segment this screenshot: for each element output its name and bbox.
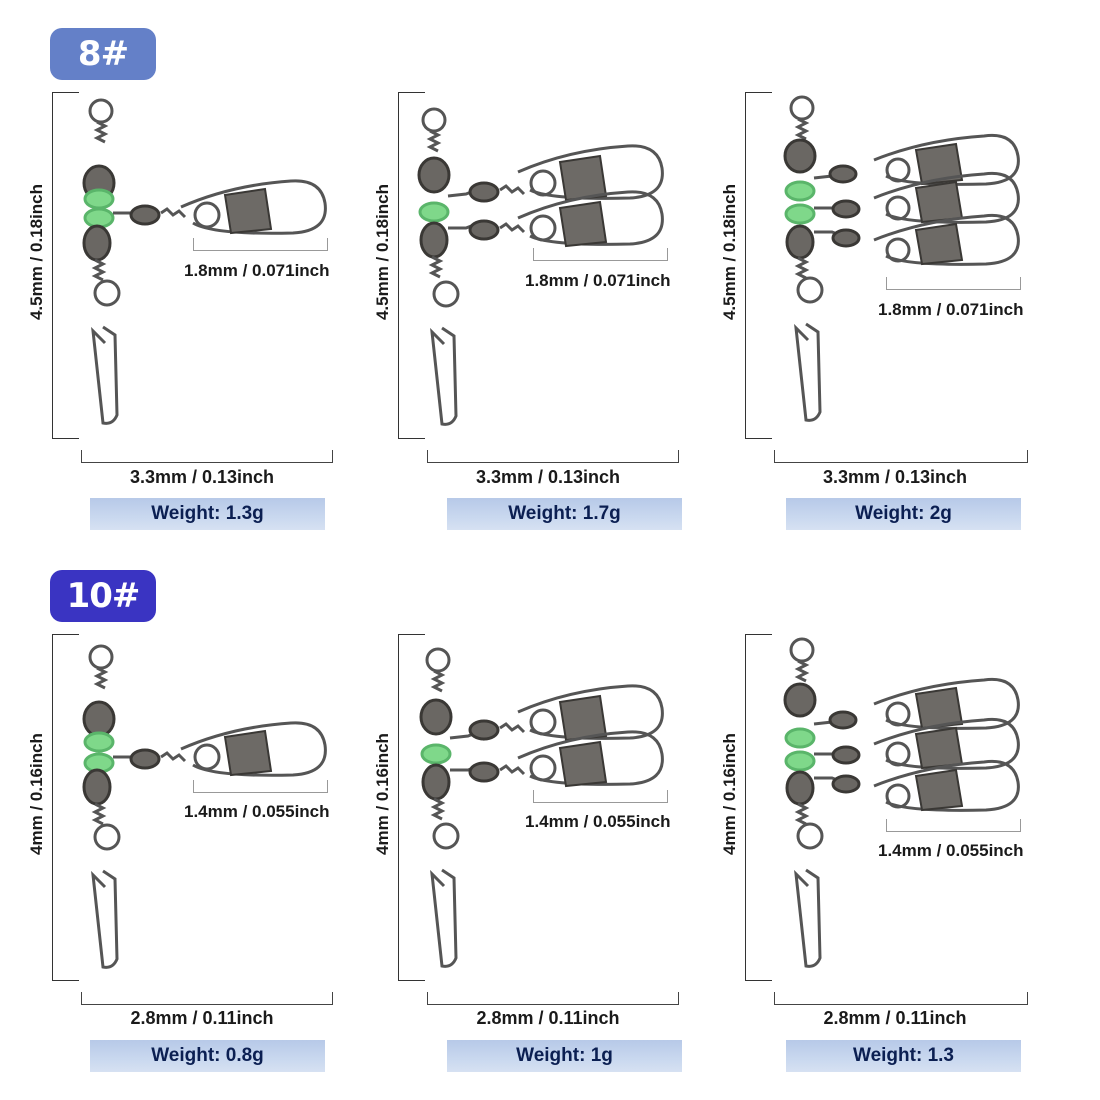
weight-label: Weight: 0.8g xyxy=(90,1040,325,1072)
width-label: 3.3mm / 0.13inch xyxy=(129,467,275,487)
width-dimension-line xyxy=(81,992,333,1005)
height-label: 4mm / 0.16inch xyxy=(27,733,46,855)
swivel-icon xyxy=(417,107,664,426)
snap-label: 1.8mm / 0.071inch xyxy=(525,271,671,290)
swivel-image-2-arm xyxy=(419,647,664,968)
swivel-icon xyxy=(419,647,664,968)
snap-label: 1.4mm / 0.055inch xyxy=(525,812,671,831)
snap-dimension-line xyxy=(193,780,328,793)
weight-label: Weight: 1.3 xyxy=(786,1040,1021,1072)
width-dimension-line xyxy=(81,450,333,463)
snap-dimension-line xyxy=(886,277,1021,290)
height-dimension-line xyxy=(52,634,79,981)
swivel-image-1-arm xyxy=(82,644,327,969)
width-dimension-line xyxy=(774,450,1028,463)
swivel-icon xyxy=(82,644,327,969)
snap-label: 1.8mm / 0.071inch xyxy=(184,261,330,280)
swivel-image-2-arm xyxy=(417,107,664,426)
width-label: 2.8mm / 0.11inch xyxy=(476,1008,620,1028)
swivel-image-3-arm xyxy=(783,95,1020,422)
swivel-image-1-arm xyxy=(82,98,327,425)
height-label: 4mm / 0.16inch xyxy=(373,733,392,855)
snap-label: 1.8mm / 0.071inch xyxy=(878,300,1024,319)
width-dimension-line xyxy=(774,992,1028,1005)
snap-dimension-line xyxy=(886,819,1021,832)
width-label: 2.8mm / 0.11inch xyxy=(130,1008,274,1028)
size-badge-10: 10# xyxy=(50,570,156,622)
width-label: 3.3mm / 0.13inch xyxy=(475,467,621,487)
height-label: 4mm / 0.16inch xyxy=(720,733,739,855)
swivel-icon xyxy=(783,95,1020,422)
width-label: 2.8mm / 0.11inch xyxy=(823,1008,967,1028)
height-label: 4.5mm / 0.18inch xyxy=(27,183,46,321)
height-dimension-line xyxy=(52,92,79,439)
size-badge-8: 8# xyxy=(50,28,156,80)
swivel-icon xyxy=(82,98,327,425)
swivel-icon xyxy=(783,637,1020,968)
height-label: 4.5mm / 0.18inch xyxy=(720,183,739,321)
weight-label: Weight: 1g xyxy=(447,1040,682,1072)
height-label: 4.5mm / 0.18inch xyxy=(373,183,392,321)
snap-dimension-line xyxy=(533,248,668,261)
weight-label: Weight: 2g xyxy=(786,498,1021,530)
swivel-image-3-arm xyxy=(783,637,1020,968)
height-dimension-line xyxy=(398,634,425,981)
snap-dimension-line xyxy=(193,238,328,251)
width-dimension-line xyxy=(427,450,679,463)
height-dimension-line xyxy=(745,92,772,439)
snap-dimension-line xyxy=(533,790,668,803)
snap-label: 1.4mm / 0.055inch xyxy=(878,841,1024,860)
width-dimension-line xyxy=(427,992,679,1005)
weight-label: Weight: 1.3g xyxy=(90,498,325,530)
snap-label: 1.4mm / 0.055inch xyxy=(184,802,330,821)
width-label: 3.3mm / 0.13inch xyxy=(822,467,968,487)
weight-label: Weight: 1.7g xyxy=(447,498,682,530)
height-dimension-line xyxy=(398,92,425,439)
height-dimension-line xyxy=(745,634,772,981)
